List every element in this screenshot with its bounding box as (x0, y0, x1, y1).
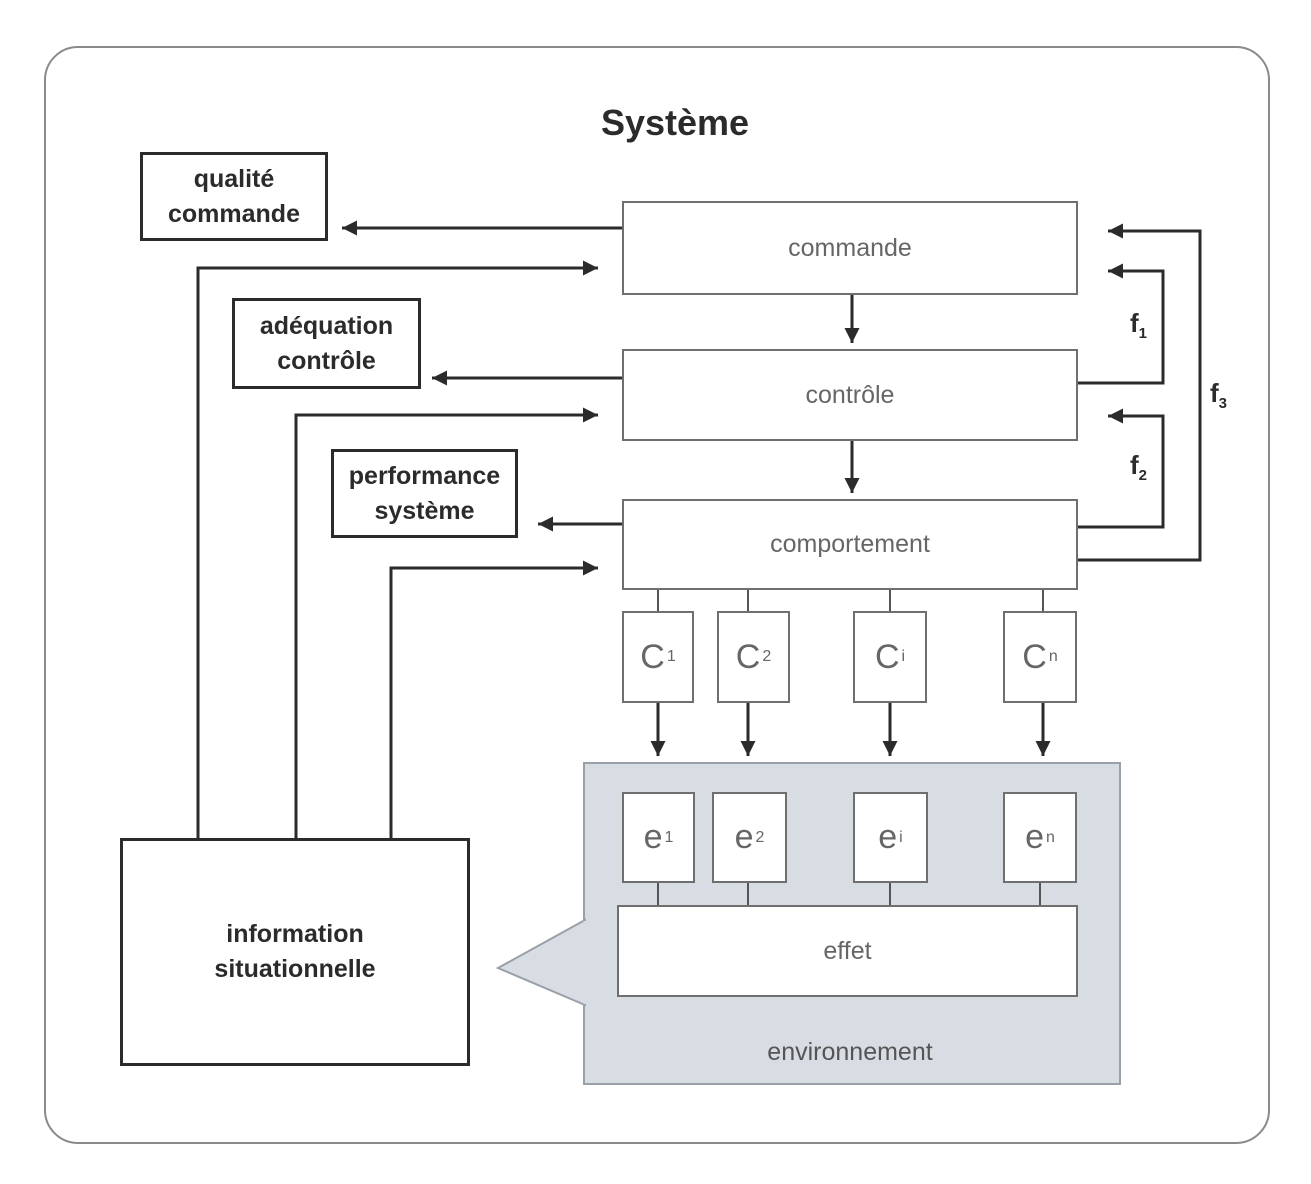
adequation-controle-box: adéquation contrôle (232, 298, 421, 389)
en-sub: n (1046, 828, 1055, 846)
e2-sub: 2 (755, 828, 765, 846)
adequation-line1: adéquation (259, 311, 394, 340)
system-frame (44, 46, 1270, 1144)
e2-base: e (734, 818, 754, 856)
environnement-label: environnement (767, 1038, 933, 1066)
commande-label: commande (788, 233, 912, 262)
info-feed-comportement (389, 560, 598, 838)
environment-callout-pointer (495, 918, 586, 1007)
information-situationnelle-box: information situationnelle (120, 838, 470, 1066)
f2-sub: 2 (1138, 467, 1148, 484)
c1-sub: 1 (666, 648, 676, 665)
f2-base: f (1130, 450, 1139, 480)
feedback-loop-f2 (1078, 408, 1165, 529)
effet-label: effet (823, 936, 872, 965)
ei-base: e (878, 818, 898, 856)
adequation-line2: contrôle (277, 346, 376, 375)
comportement-label: comportement (770, 530, 930, 558)
qualite-line1: qualité (193, 164, 275, 193)
feedback-loop-f1 (1078, 263, 1165, 385)
effet-box: effet (617, 905, 1078, 997)
diagram-title: Système (600, 102, 750, 143)
feedback-label-f1: f1 (1130, 308, 1147, 342)
info-feed-controle (294, 407, 598, 838)
f3-base: f (1210, 378, 1219, 408)
info-feed-commande (196, 260, 598, 838)
feedback-loop-f3 (1078, 223, 1202, 562)
cn-sub: n (1048, 648, 1058, 665)
ci-base: C (874, 637, 900, 676)
feedback-label-f2: f2 (1130, 450, 1147, 484)
e1-base: e (643, 818, 663, 856)
c2-base: C (735, 637, 761, 676)
c2-sub: 2 (762, 648, 772, 665)
en-base: e (1025, 818, 1044, 856)
f3-sub: 3 (1218, 395, 1228, 412)
c1-base: C (640, 637, 665, 676)
qualite-commande-box: qualité commande (140, 152, 328, 241)
controle-label: contrôle (805, 380, 895, 409)
information-line2: situationnelle (214, 955, 376, 983)
performance-line1: performance (348, 461, 501, 490)
f1-sub: 1 (1138, 325, 1148, 342)
controle-box: contrôle (622, 349, 1078, 441)
f1-base: f (1130, 308, 1139, 338)
feedback-label-f3: f3 (1210, 378, 1227, 412)
commande-box: commande (622, 201, 1078, 295)
e1-sub: 1 (664, 828, 674, 846)
information-line1: information (226, 920, 364, 948)
performance-systeme-box: performance système (331, 449, 518, 538)
performance-line2: système (374, 496, 475, 525)
comportement-box: comportement (622, 499, 1078, 590)
ci-sub: i (901, 648, 906, 665)
cn-base: C (1022, 637, 1047, 676)
qualite-line2: commande (168, 199, 300, 228)
ei-sub: i (899, 828, 903, 846)
